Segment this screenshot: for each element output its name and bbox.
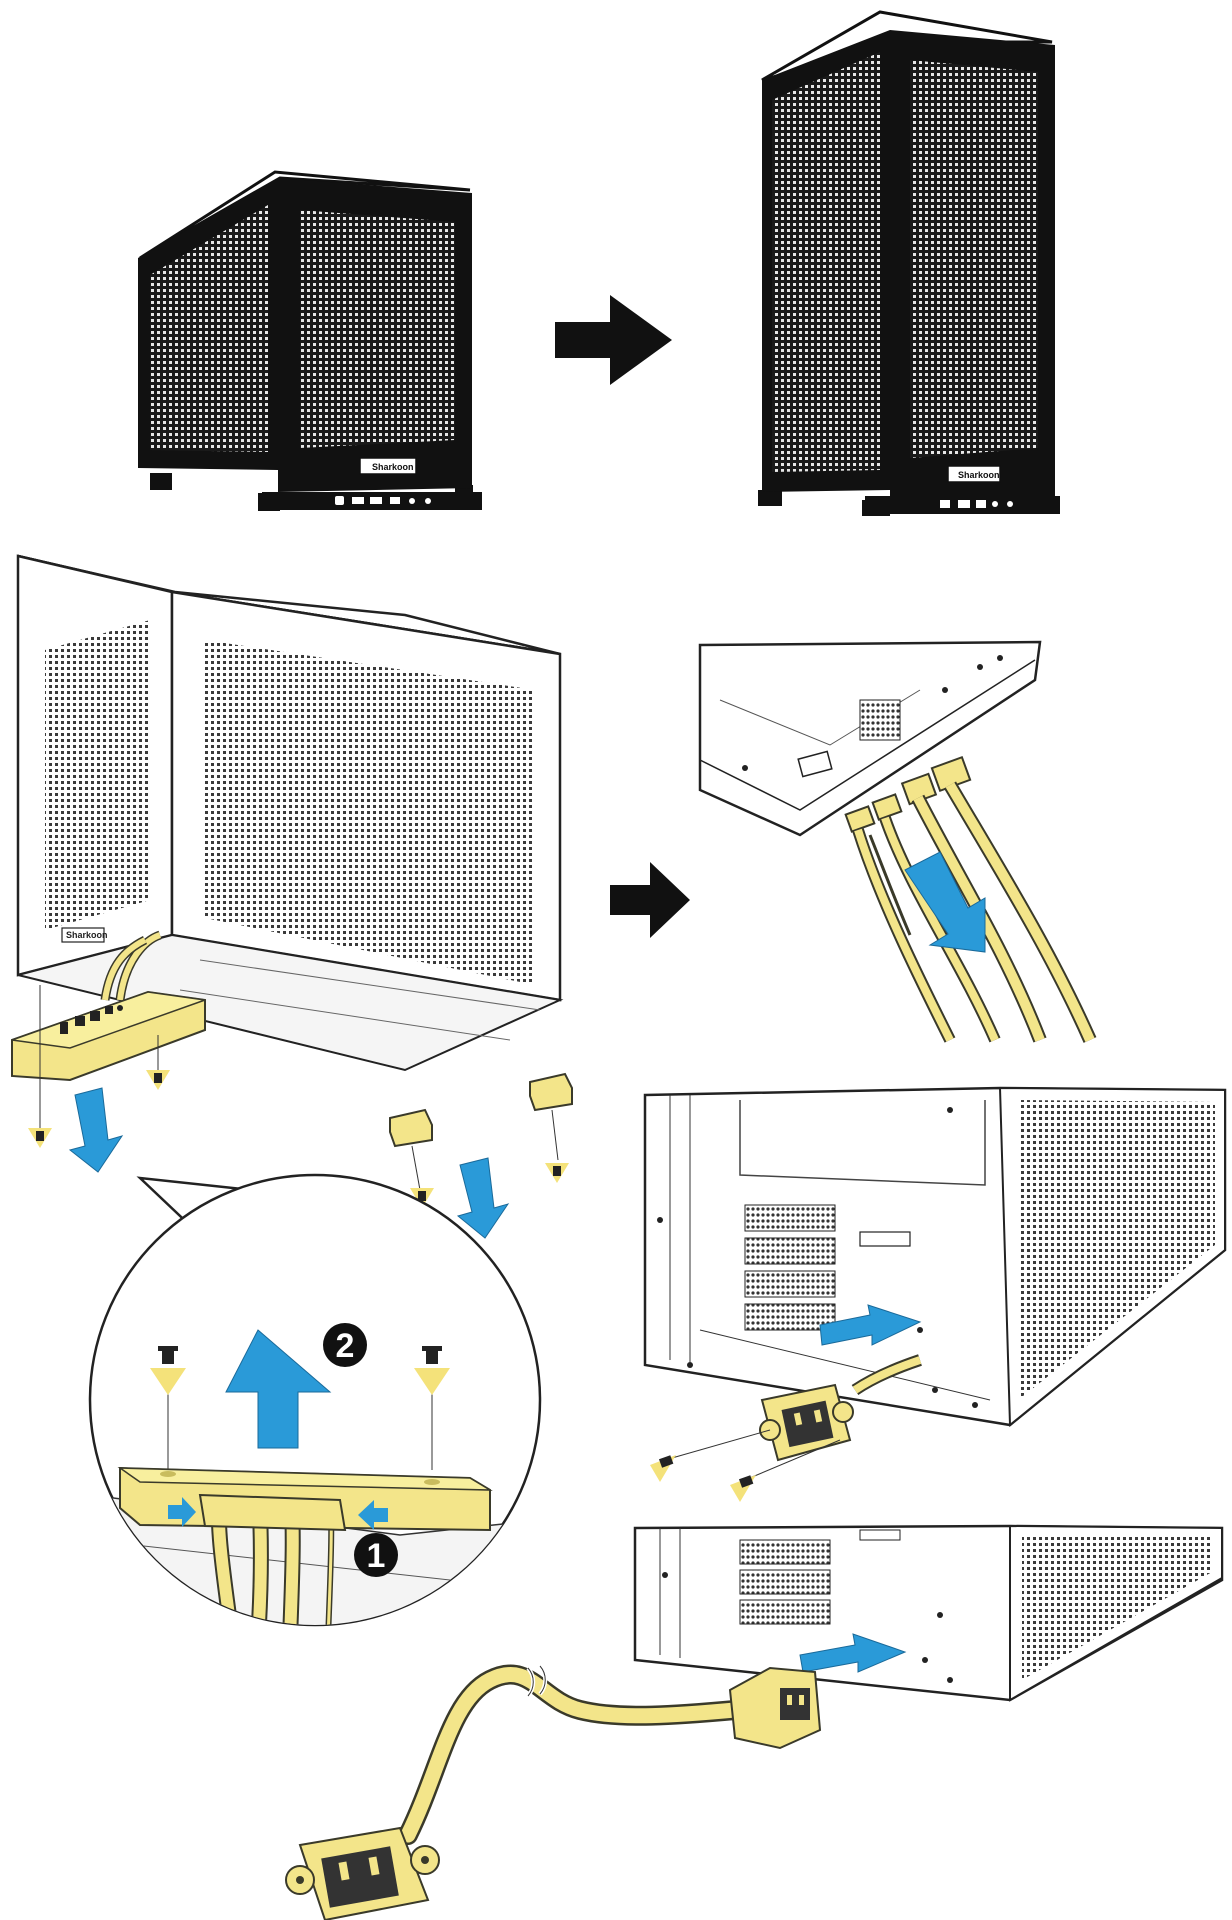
- svg-text:Sharkoon: Sharkoon: [66, 930, 108, 940]
- direction-arrow-top: [555, 295, 672, 385]
- iec-plug-connector: [728, 1666, 822, 1750]
- direction-arrow-middle: [610, 862, 690, 938]
- insert-arrow-cable: [799, 1633, 907, 1673]
- power-cable-yellow: [285, 1664, 822, 1920]
- screw-icon: [410, 1188, 434, 1208]
- step-badge-1: 1: [354, 1533, 398, 1577]
- screw-icon: [146, 1070, 170, 1090]
- screw-icon: [650, 1455, 676, 1482]
- io-bar-yellow: [11, 990, 206, 1082]
- step-badge-2: 2: [323, 1323, 367, 1367]
- svg-text:1: 1: [367, 1537, 386, 1575]
- svg-text:2: 2: [336, 1327, 355, 1365]
- screw-icon: [545, 1163, 569, 1183]
- removal-arrow-left: [68, 1087, 124, 1173]
- svg-text:Sharkoon: Sharkoon: [958, 470, 1000, 480]
- lift-arrow-up: [225, 1329, 332, 1449]
- pull-arrow-cables: [904, 851, 986, 953]
- power-socket-yellow: [759, 1383, 854, 1462]
- zoom-detail-circle: 2 1: [88, 1173, 542, 1627]
- brand-logo: Sharkoon: [947, 465, 1001, 483]
- case-rear-panel-cable: [633, 1524, 1224, 1702]
- screw-icon: [150, 1346, 186, 1395]
- expansion-slots: [744, 1204, 836, 1331]
- foot-yellow: [389, 1108, 433, 1191]
- removal-arrow-right: [456, 1157, 510, 1239]
- case-horizontal-orientation: Sharkoon: [138, 170, 482, 511]
- screw-icon: [414, 1346, 450, 1395]
- screw-icon: [28, 1128, 52, 1148]
- clip-arrow-left: [168, 1497, 196, 1527]
- io-bar-yellow: [117, 1466, 493, 1532]
- foot-yellow: [529, 1072, 573, 1161]
- pull-arrow-socket: [819, 1304, 922, 1346]
- clip-arrow-right: [358, 1500, 388, 1530]
- psu-bracket-detail: [698, 640, 1097, 1043]
- case-white-bottom-view: Sharkoon: [16, 554, 564, 1072]
- brand-logo: Sharkoon: [359, 457, 417, 475]
- case-rear-panel-socket: [643, 1086, 1227, 1502]
- brand-logo: Sharkoon: [61, 927, 108, 943]
- power-socket-yellow: [285, 1826, 440, 1920]
- screw-icon: [730, 1475, 756, 1502]
- svg-text:Sharkoon: Sharkoon: [372, 462, 414, 472]
- expansion-slots: [739, 1539, 831, 1625]
- case-vertical-orientation: Sharkoon: [758, 10, 1060, 516]
